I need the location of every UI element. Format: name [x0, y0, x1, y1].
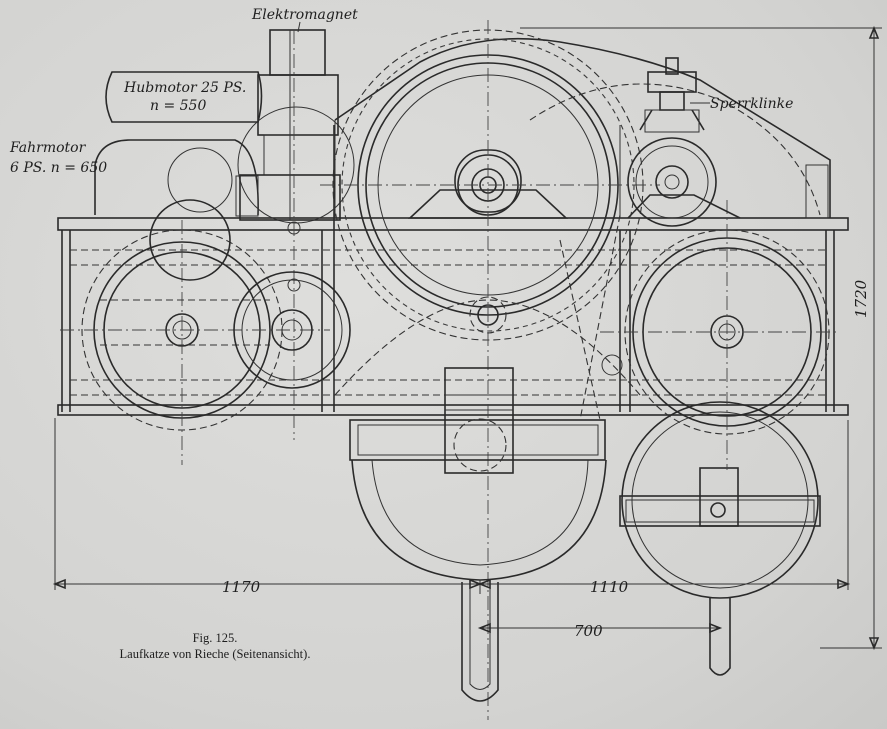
- electromagnet: [239, 29, 341, 440]
- right-running-wheel: [600, 200, 840, 470]
- central-drum-gear: [320, 20, 660, 720]
- figure-number: Fig. 125.: [192, 631, 238, 645]
- dim-right-span: 1110: [590, 578, 629, 596]
- label-hubmotor-speed: n = 550: [150, 98, 206, 114]
- travel-motor: [94, 139, 259, 217]
- pinion-small: [559, 214, 623, 421]
- figure-title: Laufkatze von Rieche (Seitenansicht).: [119, 647, 311, 661]
- hoist-drum: [334, 296, 641, 396]
- left-running-wheel: [60, 220, 330, 465]
- trolley-frame: [57, 125, 849, 416]
- label-fahrmotor-rating: 6 PS. n = 650: [10, 160, 107, 176]
- intermediate-gear: [149, 199, 351, 389]
- dim-hook-spacing: 700: [574, 622, 603, 640]
- ratchet-pawl: [639, 57, 705, 133]
- leader-lines: [297, 21, 710, 104]
- dim-height: 1720: [852, 279, 870, 318]
- label-hubmotor-power: Hubmotor 25 PS.: [123, 80, 246, 96]
- label-sperrklinke: Sperrklinke: [710, 96, 793, 112]
- ratchet-pinion: [529, 83, 821, 227]
- figure-caption: Fig. 125. Laufkatze von Rieche (Seitenan…: [60, 630, 370, 662]
- dim-left-span: 1170: [222, 578, 261, 596]
- auxiliary-hook-block: [619, 401, 821, 676]
- label-elektromagnet: Elektromagnet: [251, 7, 358, 23]
- annotations: Elektromagnet Hubmotor 25 PS. n = 550 Fa…: [9, 7, 870, 640]
- main-hook-block: [349, 367, 607, 702]
- gear-housing: [334, 37, 831, 219]
- dimension-lines: [52, 25, 882, 651]
- label-fahrmotor: Fahrmotor: [9, 140, 87, 156]
